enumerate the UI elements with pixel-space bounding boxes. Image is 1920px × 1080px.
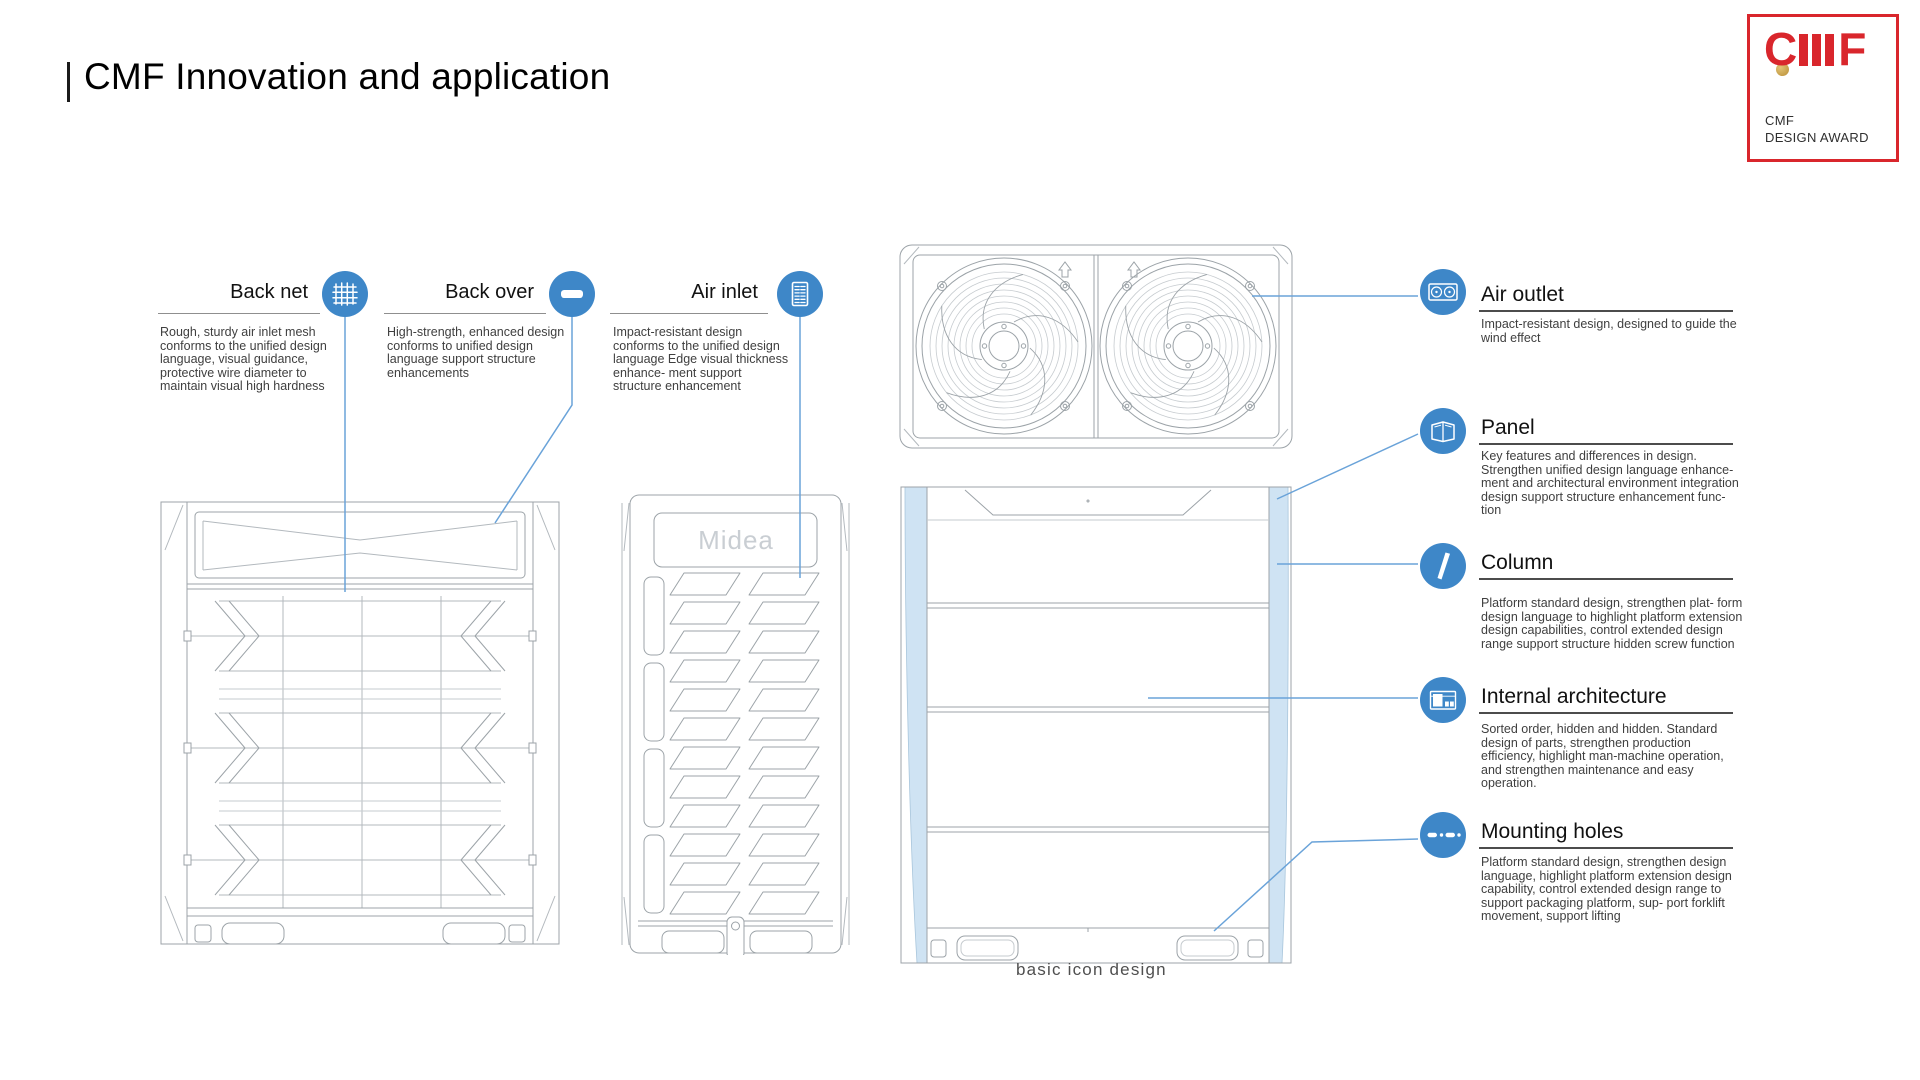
award-logo-letter-c: C — [1764, 23, 1797, 75]
mounting-holes-label: Mounting holes — [1481, 820, 1624, 843]
title-accent-bar — [67, 62, 70, 102]
panel-divider — [1479, 443, 1733, 445]
award-logo-bar — [1799, 34, 1809, 67]
air-inlet-description: Impact-resistant design conforms to the … — [613, 325, 789, 393]
open-panel-icon — [1420, 408, 1466, 454]
column-divider — [1479, 578, 1733, 580]
column-label: Column — [1481, 551, 1554, 574]
column-icon — [1420, 543, 1466, 589]
back-view-drawing — [157, 496, 563, 951]
air-inlet-label: Air inlet — [691, 281, 758, 303]
back-over-description: High-strength, enhanced design conforms … — [387, 325, 565, 380]
louver-grille-icon — [777, 271, 823, 317]
back-over-label: Back over — [445, 281, 534, 303]
award-logo-bar — [1812, 34, 1822, 67]
air-outlet-label: Air outlet — [1481, 283, 1564, 306]
mounting-holes-divider — [1479, 847, 1733, 849]
midea-brand-label: Midea — [698, 525, 774, 555]
cmf-design-award-badge: C F CMF DESIGN AWARD — [1747, 14, 1899, 162]
panel-label: Panel — [1481, 416, 1535, 439]
award-caption: CMF DESIGN AWARD — [1765, 113, 1869, 147]
air-outlet-description: Impact-resistant design, designed to gui… — [1481, 317, 1737, 345]
air-inlet-divider — [610, 313, 768, 314]
air-outlet-divider — [1479, 310, 1733, 312]
side-view-drawing: Midea — [618, 493, 853, 955]
panel-leader-line — [1276, 433, 1419, 500]
dual-fan-icon — [1420, 269, 1466, 315]
column-description: Platform standard design, strengthen pla… — [1481, 596, 1743, 651]
left-column-highlight — [904, 486, 928, 964]
internal-architecture-description: Sorted order, hidden and hidden. Standar… — [1481, 722, 1724, 790]
award-caption-line2: DESIGN AWARD — [1765, 130, 1869, 146]
internal-architecture-divider — [1479, 712, 1733, 714]
right-column-highlight — [1268, 486, 1289, 964]
top-view-fans-drawing — [898, 240, 1294, 455]
award-logo-letter-f: F — [1838, 23, 1866, 75]
back-net-label: Back net — [230, 281, 308, 303]
page-title: CMF Innovation and application — [84, 56, 611, 97]
panel-bar-icon — [549, 271, 595, 317]
panel-description: Key features and differences in design. … — [1481, 449, 1739, 517]
award-logo-bar — [1825, 34, 1835, 67]
back-over-divider — [384, 313, 546, 314]
mounting-holes-icon — [1420, 812, 1466, 858]
front-view-drawing — [900, 484, 1293, 967]
cmf-award-logo: C F — [1764, 23, 1866, 75]
award-caption-line1: CMF — [1765, 113, 1795, 129]
back-net-divider — [158, 313, 320, 314]
award-logo-gold-accent — [1776, 63, 1789, 76]
mesh-grid-icon — [322, 271, 368, 317]
internal-architecture-label: Internal architecture — [1481, 685, 1667, 708]
back-net-description: Rough, sturdy air inlet mesh conforms to… — [160, 325, 327, 393]
internal-architecture-icon — [1420, 677, 1466, 723]
drawing-caption: basic icon design — [1016, 960, 1167, 979]
mounting-holes-description: Platform standard design, strengthen des… — [1481, 855, 1732, 923]
